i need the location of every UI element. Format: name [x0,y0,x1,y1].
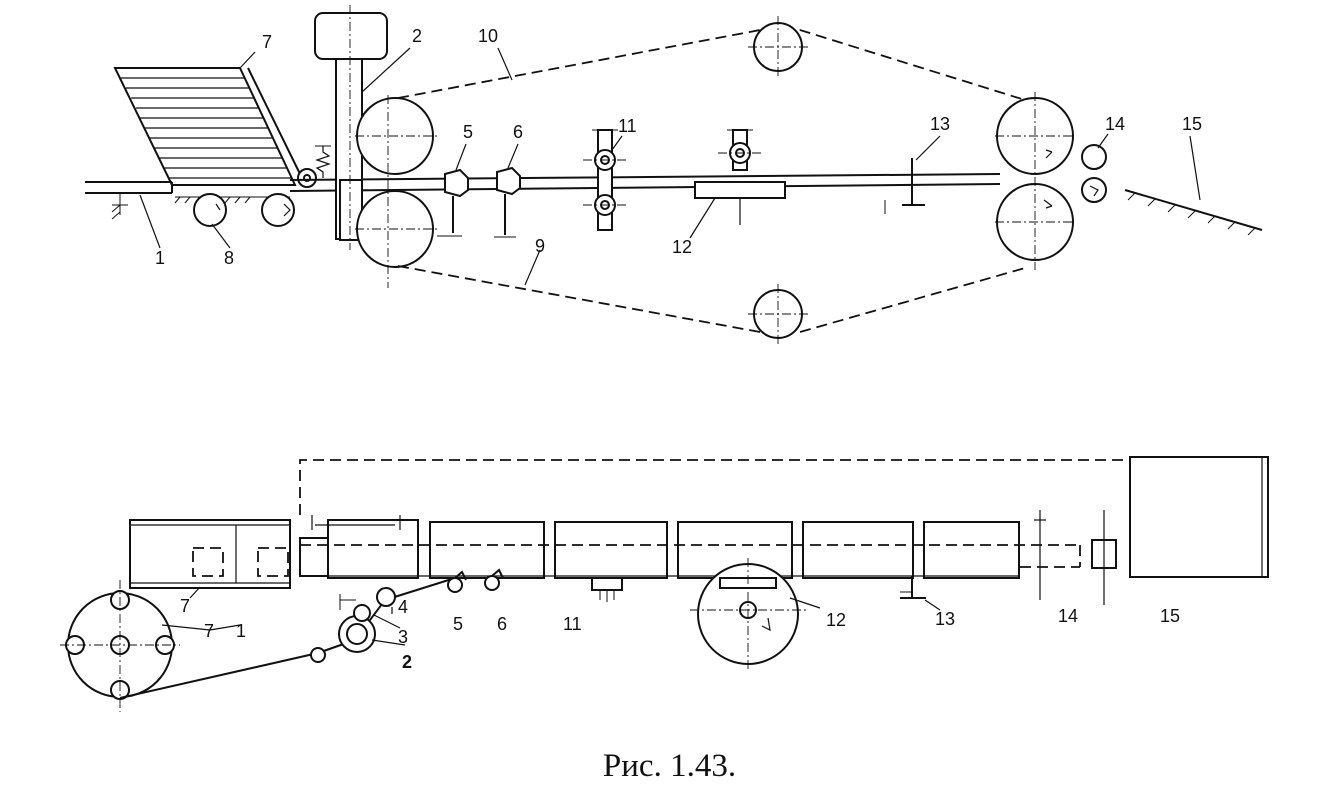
roller-pair-11b [718,129,762,171]
label-11-bottom: 11 [563,614,582,634]
plan-strip-path [119,577,456,699]
top-leaders [139,47,1201,286]
label-9-top: 9 [535,236,545,256]
table-12 [694,181,786,225]
label-2-top: 2 [412,26,422,46]
chute-15 [1124,189,1263,236]
plan-segment-f [923,521,1020,579]
label-5-bottom: 5 [453,614,463,634]
plan-punch-6 [484,575,500,591]
plan-roller-14 [1034,510,1117,605]
label-5-top: 5 [463,122,473,142]
top-labels: 7 2 10 5 6 11 13 14 15 1 8 12 9 [155,26,1202,268]
punch-5 [444,168,469,237]
guide-roller [297,168,317,188]
label-1-top: 1 [155,248,165,268]
belt-9 [397,265,1026,333]
figure-caption: Рис. 1.43. [602,748,737,784]
spring [315,146,331,178]
label-6-bottom: 6 [497,614,507,634]
plan-roller-3 [353,604,371,622]
roller-8b [261,193,295,227]
label-1-bottom: 1 [236,621,246,641]
label-7b-bottom: 7 [204,621,214,641]
plan-segment-a [327,519,419,579]
plan-roller-4 [376,587,396,607]
label-14-top: 14 [1105,114,1125,134]
label-3-bottom: 3 [398,627,408,647]
label-10-top: 10 [478,26,498,46]
roller-14a [1081,144,1107,170]
label-6-top: 6 [513,122,523,142]
label-15-top: 15 [1182,114,1202,134]
sheet-magazine-7 [113,67,303,186]
plan-support-13 [900,576,926,599]
label-2-bottom: 2 [402,652,412,672]
label-15-bottom: 15 [1160,606,1180,626]
strip-1 [85,181,173,220]
label-11-top: 11 [618,116,637,136]
bottom-leaders [161,586,941,646]
label-8-top: 8 [224,248,234,268]
label-12-bottom: 12 [826,610,846,630]
plan-segment-c [554,521,668,579]
plan-output-15 [1129,456,1269,578]
label-4-bottom: 4 [398,597,408,617]
web-line [289,173,1001,192]
bottom-view: 7 7 1 4 3 2 5 6 11 12 13 14 15 [60,456,1269,712]
support-13 [884,158,925,214]
roller-pair-11a [583,129,627,231]
plan-punch-5 [447,577,463,593]
bottom-labels: 7 7 1 4 3 2 5 6 11 12 13 14 15 [180,596,1180,672]
label-7-bottom: 7 [180,596,190,616]
label-13-top: 13 [930,114,950,134]
label-13-bottom: 13 [935,609,955,629]
plan-magazine-7 [129,519,291,589]
roller-8a [193,193,227,227]
plan-dashed-outline [299,459,1130,515]
plan-roll-1 [60,580,180,712]
label-12-top: 12 [672,237,692,257]
plan-segment-b [429,521,545,579]
label-7-top: 7 [262,32,272,52]
roller-14b [1081,177,1107,203]
label-14-bottom: 14 [1058,606,1078,626]
plan-gear-11 [591,577,623,602]
plan-wheel-12 [690,558,808,670]
top-view: 7 2 10 5 6 11 13 14 15 1 8 12 9 [85,5,1263,345]
plan-segment-e [802,521,914,579]
punch-6 [494,166,521,238]
